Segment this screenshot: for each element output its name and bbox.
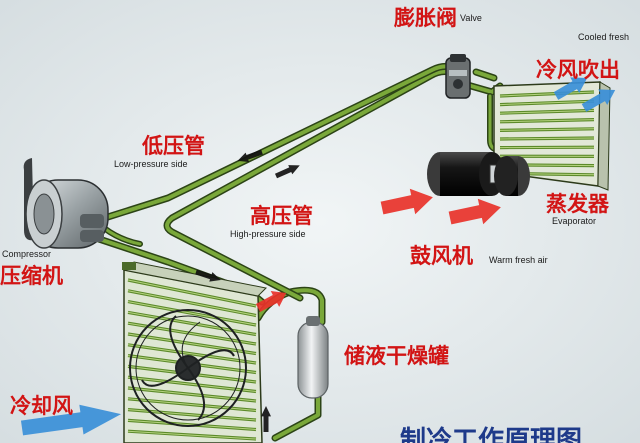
cooled-fresh-label: Cooled fresh	[578, 33, 629, 42]
expansion-valve-label-en: Valve	[460, 14, 482, 23]
high-pressure-side-label: High-pressure side	[230, 230, 306, 239]
expansion-valve	[446, 54, 470, 98]
evaporator-label: 蒸发器	[546, 194, 609, 215]
low-pressure-side-label: Low-pressure side	[114, 160, 188, 169]
blower-label: 鼓风机	[410, 246, 473, 267]
blower-motor	[427, 152, 530, 196]
cold-air-out-label: 冷风吹出	[536, 60, 620, 81]
compressor-label: 压缩机	[0, 266, 63, 287]
receiver-dryer-label: 储液干燥罐	[344, 346, 449, 367]
warm-fresh-air-label: Warm fresh air	[489, 256, 548, 265]
compressor-label-en: Compressor	[2, 250, 51, 259]
evaporator-label-en: Evaporator	[552, 217, 596, 226]
expansion-valve-label: 膨胀阀	[394, 8, 457, 29]
receiver-dryer	[298, 316, 328, 398]
cooling-air-label: 冷却风	[10, 396, 73, 417]
diagram-title: 制冷工作原理图	[400, 428, 582, 443]
low-pressure-pipe-label: 低压管	[142, 136, 205, 157]
high-pressure-pipe-label: 高压管	[250, 206, 313, 227]
